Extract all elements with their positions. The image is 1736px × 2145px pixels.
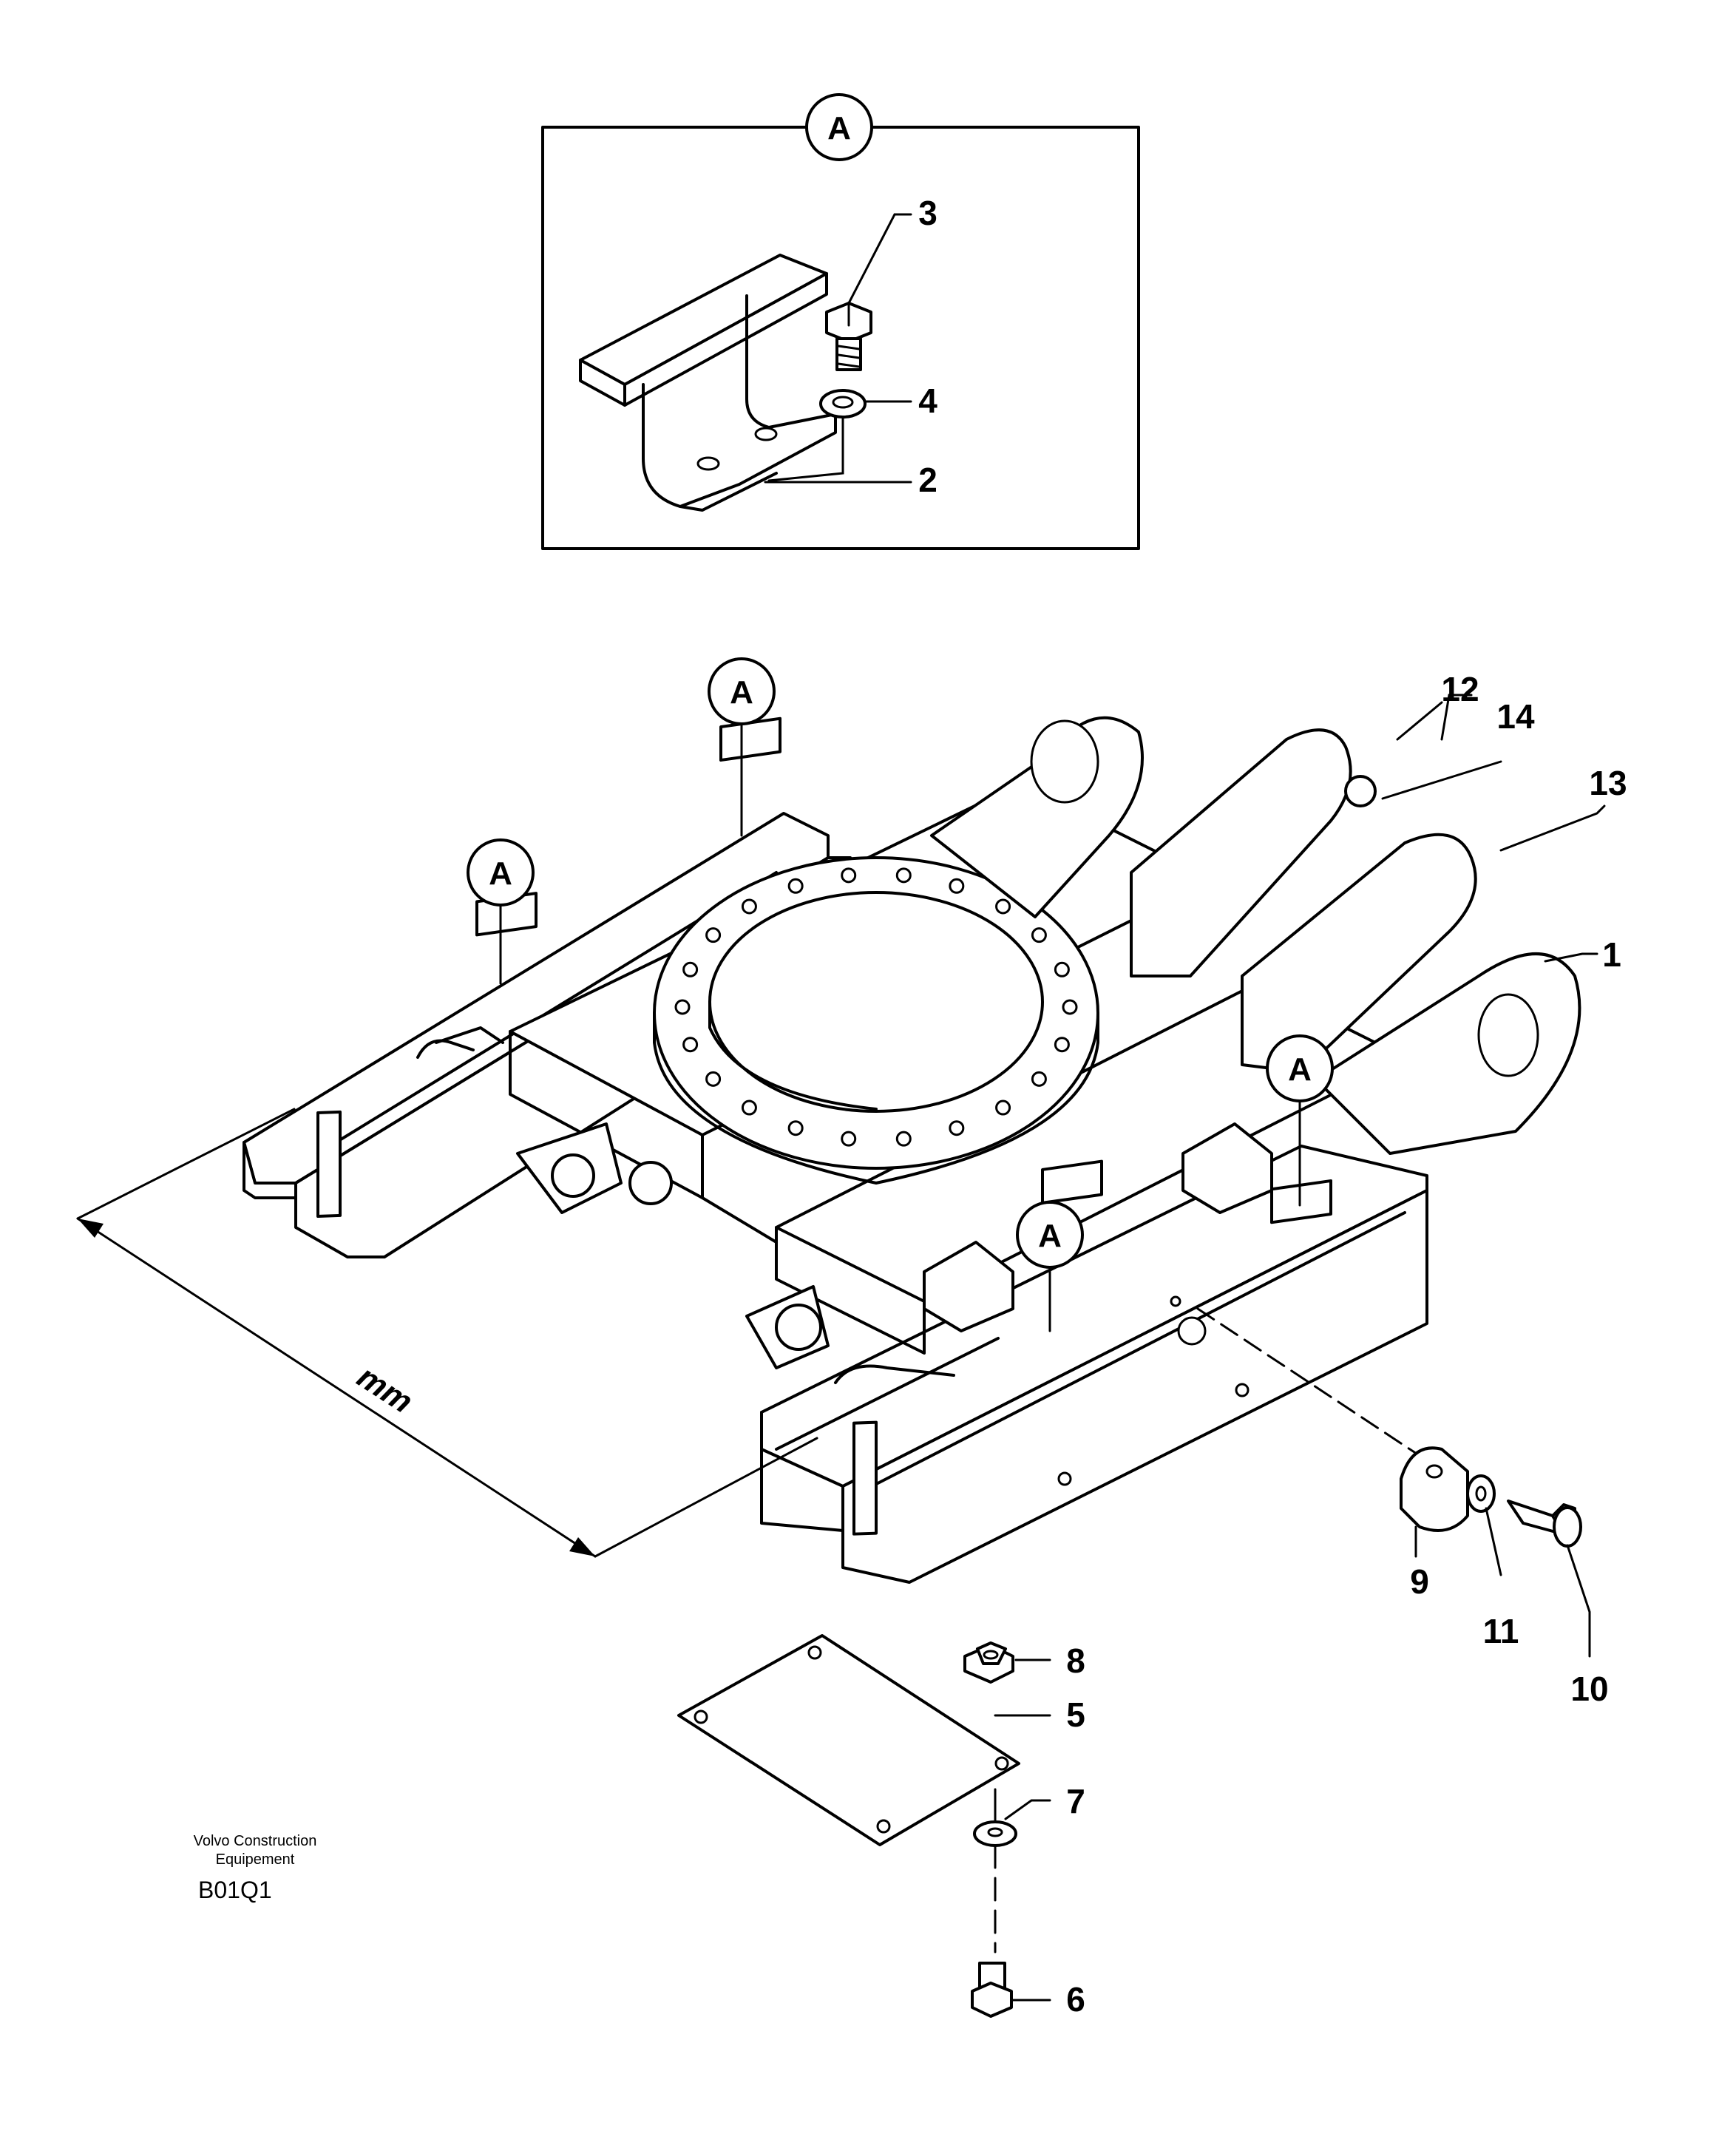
ring-bolt-hole bbox=[949, 878, 965, 894]
ring-bolt-hole bbox=[682, 961, 699, 977]
ring-bolt-hole bbox=[705, 1071, 722, 1087]
detail-a-badge-top: A bbox=[805, 93, 873, 161]
ring-bolt-hole bbox=[995, 1099, 1011, 1116]
ring-bolt-hole bbox=[949, 1120, 965, 1136]
cage-nut-icon bbox=[963, 1641, 1014, 1684]
ring-bolt-hole bbox=[682, 1037, 699, 1053]
detail-a-badge-1: A bbox=[708, 657, 776, 837]
ring-bolt-hole bbox=[895, 1131, 912, 1147]
callout-12: 12 bbox=[1441, 670, 1479, 708]
callout-7: 7 bbox=[1066, 1782, 1085, 1820]
ring-bolt-hole bbox=[705, 927, 722, 943]
undercarriage-frame bbox=[243, 716, 1581, 1584]
ring-bolt-hole bbox=[787, 1120, 804, 1136]
ring-bolt-hole bbox=[1062, 999, 1078, 1015]
callout-13: 13 bbox=[1589, 764, 1627, 802]
detail-a-inset: A 3 4 2 bbox=[541, 93, 1140, 550]
cover-plate-icon bbox=[1400, 1446, 1469, 1532]
bolt-icon bbox=[825, 302, 872, 371]
ring-bolt-hole bbox=[1031, 927, 1047, 943]
maker-line-1: Volvo Construction bbox=[193, 1833, 317, 1849]
ring-bolt-hole bbox=[787, 878, 804, 894]
ring-bolt-hole bbox=[741, 1099, 757, 1116]
bottom-plate bbox=[677, 1634, 1020, 1846]
ring-bolt-hole bbox=[674, 999, 691, 1015]
callout-14: 14 bbox=[1496, 697, 1535, 736]
callout-11: 11 bbox=[1483, 1612, 1519, 1650]
callout-10: 10 bbox=[1570, 1670, 1608, 1708]
svg-text:mm: mm bbox=[351, 1358, 419, 1420]
callout-6: 6 bbox=[1066, 1980, 1085, 2019]
ring-bolt-hole bbox=[995, 898, 1011, 915]
manufacturer-label: Volvo Construction Equipement bbox=[170, 1832, 340, 1869]
callout-1: 1 bbox=[1602, 935, 1621, 974]
svg-text:A: A bbox=[730, 674, 753, 711]
ring-bolt-hole bbox=[1031, 1071, 1047, 1087]
detail-a-badge-2: A bbox=[467, 838, 535, 985]
hex-bolt-icon bbox=[1507, 1500, 1582, 1548]
callout-9: 9 bbox=[1410, 1562, 1429, 1601]
maker-line-2: Equipement bbox=[215, 1851, 295, 1868]
lock-washer-icon bbox=[819, 389, 867, 419]
slew-ring bbox=[653, 856, 1099, 1185]
detail-a-badge-3: A bbox=[1266, 1034, 1334, 1207]
callout-4: 4 bbox=[918, 382, 937, 420]
ring-bolt-hole bbox=[1054, 1037, 1070, 1053]
callout-2: 2 bbox=[918, 461, 937, 499]
ring-bolt-hole bbox=[895, 867, 912, 884]
screw-icon bbox=[971, 1962, 1013, 2018]
washer-icon bbox=[1466, 1474, 1496, 1513]
svg-text:A: A bbox=[1038, 1218, 1062, 1254]
svg-text:A: A bbox=[1288, 1051, 1312, 1088]
callout-3: 3 bbox=[918, 194, 937, 232]
drawing-code: B01Q1 bbox=[198, 1877, 272, 1903]
ring-bolt-hole bbox=[841, 1131, 857, 1147]
flat-washer-icon bbox=[973, 1820, 1017, 1847]
detail-a-badge-4: A bbox=[1016, 1201, 1084, 1332]
callout-5: 5 bbox=[1066, 1695, 1085, 1734]
ring-bolt-hole bbox=[1054, 961, 1070, 977]
svg-text:A: A bbox=[827, 110, 851, 146]
step-bracket bbox=[579, 254, 837, 512]
ring-bolt-hole bbox=[741, 898, 757, 915]
callout-8: 8 bbox=[1066, 1641, 1085, 1680]
ring-bolt-hole bbox=[841, 867, 857, 884]
svg-text:A: A bbox=[489, 855, 512, 892]
